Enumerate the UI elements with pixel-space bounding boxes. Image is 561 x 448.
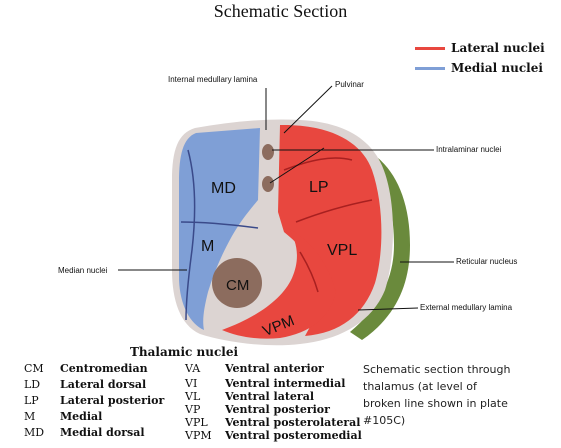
abbreviation-table-right: VA Ventral anterior VI Ventral intermedial… (185, 361, 362, 442)
leader-external-medullary-lamina (357, 307, 419, 311)
callout-pulvinar: Pulvinar (335, 80, 364, 89)
abbr-row: LP Lateral posterior (24, 393, 164, 409)
callout-intralaminar-nuclei: Intralaminar nuclei (436, 145, 502, 154)
abbr-row: CM Centromedian (24, 361, 164, 377)
abbr-code: VPL (185, 416, 208, 429)
legend-label-lateral: Lateral nuclei (451, 41, 545, 55)
region-label-vpl: VPL (327, 242, 357, 259)
abbr-name: Lateral posterior (60, 394, 165, 407)
abbr-code: VPM (185, 429, 212, 442)
callout-median-nuclei: Median nuclei (58, 266, 108, 275)
abbr-name: Centromedian (60, 362, 148, 375)
abbr-code: VL (185, 390, 201, 403)
leader-intralaminar-lower (269, 147, 325, 184)
boundary-pulvinar (283, 157, 353, 171)
abbr-row: VP Ventral posterior (185, 403, 362, 416)
lateral-swatch (415, 46, 445, 50)
legend-item-medial: Medial nuclei (415, 61, 543, 75)
abbr-code: LP (24, 394, 39, 407)
abbr-code: MD (24, 426, 45, 439)
abbr-row: VPM Ventral posteromedial (185, 429, 362, 442)
abbr-code: M (24, 410, 36, 423)
abbr-name: Medial dorsal (60, 426, 145, 439)
figure-caption: Schematic section through thalamus (at l… (363, 363, 511, 427)
abbr-code: CM (24, 362, 44, 375)
abbr-row: MD Medial dorsal (24, 425, 164, 441)
region-label-cm: CM (226, 277, 249, 294)
abbr-name: Ventral posterior (225, 403, 330, 416)
abbr-row: VPL Ventral posterolateral (185, 416, 362, 429)
vpm-region (222, 228, 336, 339)
abbr-name: Medial (60, 410, 103, 423)
region-label-lp: LP (309, 179, 329, 196)
abbr-code: VI (185, 377, 198, 390)
callout-reticular-nucleus: Reticular nucleus (456, 257, 518, 266)
legend-label-medial: Medial nuclei (451, 61, 543, 75)
abbr-name: Ventral posteromedial (225, 429, 362, 442)
leader-pulvinar (283, 85, 333, 134)
abbreviation-table-left: CM Centromedian LD Lateral dorsal LP Latera… (24, 361, 164, 441)
intralaminar-nucleus-upper (262, 144, 274, 160)
abbr-row: M Medial (24, 409, 164, 425)
page-title: Schematic Section (213, 1, 348, 21)
abbr-code: VP (185, 403, 201, 416)
nuclei-table-title: Thalamic nuclei (130, 345, 239, 359)
abbr-row: VL Ventral lateral (185, 390, 362, 403)
boundary-md-m (180, 221, 259, 229)
lateral-nuclei-region (278, 124, 382, 336)
reticular-nucleus-region (350, 158, 410, 340)
abbr-row: VA Ventral anterior (185, 361, 362, 377)
boundary-vpl-vpm (299, 251, 319, 293)
intralaminar-nucleus-lower (262, 176, 274, 192)
region-label-md: MD (211, 180, 236, 197)
abbr-row: LD Lateral dorsal (24, 377, 164, 393)
abbr-code: LD (24, 378, 41, 391)
medial-nuclei-region (179, 128, 260, 330)
legend-item-lateral: Lateral nuclei (415, 41, 545, 55)
centromedian-region (212, 258, 262, 308)
abbr-row: VI Ventral intermedial (185, 377, 362, 390)
abbr-name: Lateral dorsal (60, 378, 147, 391)
callout-external-medullary-lamina: External medullary lamina (420, 303, 513, 312)
boundary-lp-vpl (295, 199, 373, 223)
abbr-name: Ventral lateral (225, 390, 315, 403)
boundary-median (185, 149, 196, 321)
abbr-name: Ventral posterolateral (225, 416, 361, 429)
region-label-m: M (201, 238, 214, 255)
medial-swatch (415, 66, 445, 70)
abbr-code: VA (185, 362, 201, 375)
abbr-name: Ventral intermedial (225, 377, 346, 390)
abbr-name: Ventral anterior (225, 362, 324, 375)
callout-internal-medullary-lamina: Internal medullary lamina (168, 75, 258, 84)
